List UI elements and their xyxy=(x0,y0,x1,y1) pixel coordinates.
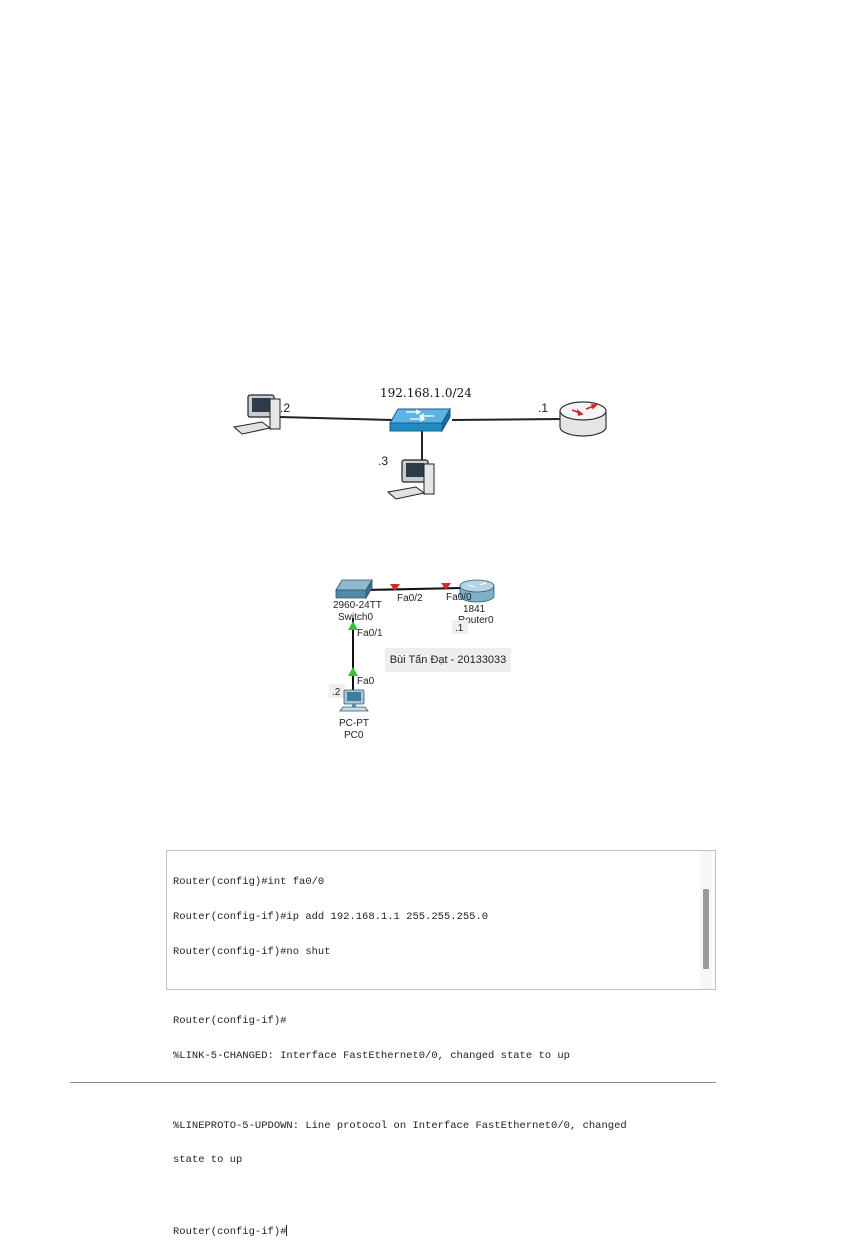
link-switch-router-pt xyxy=(365,587,463,591)
router-name: Router0 xyxy=(458,615,494,626)
switch-name: Switch0 xyxy=(338,612,373,623)
switch-port-router: Fa0/2 xyxy=(397,593,423,604)
pc-bottom-ip: .3 xyxy=(378,454,388,468)
terminal-line xyxy=(173,1086,695,1098)
logical-topology-diagram: .2 192.168.1.0/24 .1 .3 xyxy=(232,386,607,500)
switch-icon xyxy=(389,407,451,433)
pc-ip-pt: .2 xyxy=(332,687,341,698)
switch-port-pc: Fa0/1 xyxy=(357,628,383,639)
packet-tracer-topology: 2960-24TT Switch0 1841 Router0 Fa0/2 Fa0… xyxy=(329,578,495,741)
router-ip-pt: .1 xyxy=(455,623,464,634)
pc-left-icon xyxy=(232,394,281,435)
pc-pt-icon xyxy=(339,689,369,712)
terminal-line: Router(config-if)#no shut xyxy=(173,945,331,958)
footer-divider xyxy=(70,1082,716,1083)
link-down-marker-router xyxy=(441,583,451,590)
pc-left-ip: .2 xyxy=(280,401,290,415)
switch-2960-icon xyxy=(335,578,373,600)
terminal-prompt-line[interactable]: Router(config-if)# xyxy=(173,1225,695,1238)
author-label: Bùi Tấn Đạt - 20133033 xyxy=(385,648,511,672)
pc-model: PC-PT xyxy=(339,718,369,729)
router-port: Fa0/0 xyxy=(446,592,472,603)
pc-bottom-icon xyxy=(386,459,435,500)
terminal-scrollbar[interactable] xyxy=(703,889,709,969)
terminal-prompt: Router(config-if)# xyxy=(173,1226,287,1238)
link-pc-switch xyxy=(279,416,393,421)
network-label: 192.168.1.0/24 xyxy=(380,386,472,400)
terminal-output: Router(config)#int fa0/0 Router(config-i… xyxy=(173,854,695,1260)
link-up-marker-pc xyxy=(348,667,358,676)
router-1841-icon xyxy=(459,579,495,603)
terminal-line: Router(config-if)# xyxy=(173,1015,287,1028)
terminal-line: %LINK-5-CHANGED: Interface FastEthernet0… xyxy=(173,1050,570,1063)
terminal-line: Router(config-if)#ip add 192.168.1.1 255… xyxy=(173,910,489,923)
text-cursor xyxy=(286,1225,288,1236)
pc-name: PC0 xyxy=(344,730,364,741)
terminal-line xyxy=(173,982,695,994)
router-cli-terminal[interactable]: Router(config)#int fa0/0 Router(config-i… xyxy=(166,850,716,1238)
terminal-line xyxy=(173,1190,695,1202)
router-icon xyxy=(559,401,607,437)
terminal-line: Router(config)#int fa0/0 xyxy=(173,876,325,889)
link-switch-router xyxy=(451,418,563,421)
router-model: 1841 xyxy=(463,604,486,615)
pc-port: Fa0 xyxy=(357,676,375,687)
terminal-line: %LINEPROTO-5-UPDOWN: Line protocol on In… xyxy=(173,1119,627,1132)
terminal-line: state to up xyxy=(173,1154,243,1167)
switch-model: 2960-24TT xyxy=(333,600,382,611)
link-up-marker-switch xyxy=(348,621,358,630)
router-ip: .1 xyxy=(538,401,548,415)
link-down-marker-switch xyxy=(390,584,400,591)
